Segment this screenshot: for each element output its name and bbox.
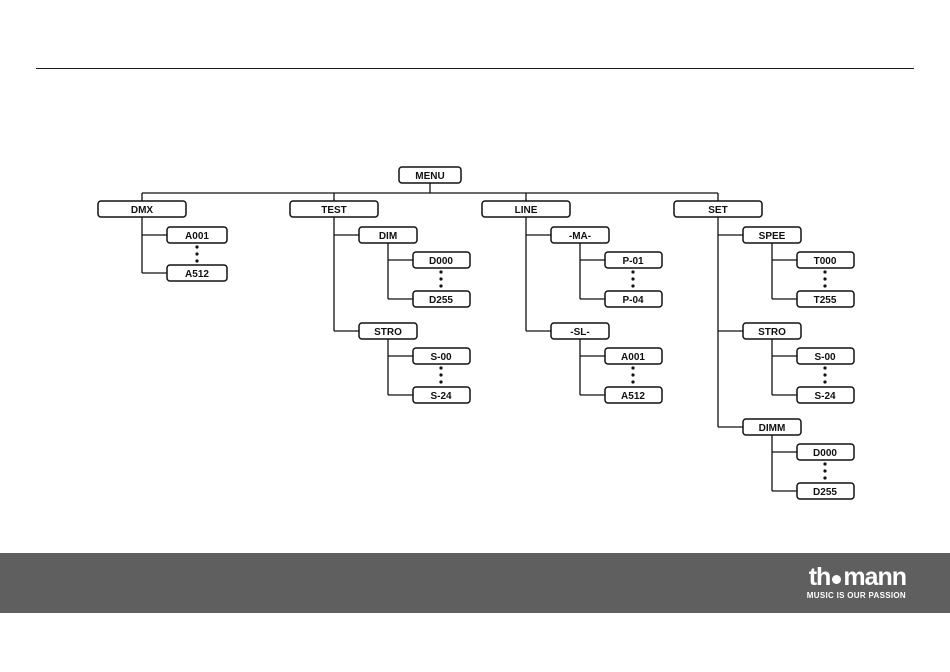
svg-text:DIM: DIM [379,231,397,242]
menu-tree-diagram: MENU DMX A001 A512 TEST DIM D000 D255 ST… [0,0,950,553]
node-line-ma-value-start: P-01 [605,252,662,268]
svg-text:P-01: P-01 [622,256,644,267]
svg-text:S-24: S-24 [814,391,836,402]
brand-name: th mann [807,565,906,589]
svg-text:LINE: LINE [515,205,538,216]
node-set-spee: SPEE [743,227,801,243]
svg-text:D255: D255 [813,487,837,498]
svg-text:S-00: S-00 [430,352,452,363]
brand-name-right: mann [843,565,906,589]
svg-text:A001: A001 [185,231,209,242]
svg-text:D000: D000 [813,448,837,459]
node-test-stro: STRO [359,323,417,339]
svg-text:A512: A512 [185,269,209,280]
node-set-spee-value-start: T000 [797,252,854,268]
node-dmx: DMX [98,201,186,217]
svg-text:S-24: S-24 [430,391,452,402]
brand-logo: th mann MUSIC IS OUR PASSION [807,565,906,600]
svg-text:STRO: STRO [374,327,402,338]
node-set-stro-value-start: S-00 [797,348,854,364]
node-test-stro-value-end: S-24 [413,387,470,403]
brand-dot-icon [832,575,841,584]
node-line: LINE [482,201,570,217]
svg-text:P-04: P-04 [622,295,644,306]
node-set-spee-value-end: T255 [797,291,854,307]
node-dmx-value-start: A001 [167,227,227,243]
svg-text:SPEE: SPEE [759,231,786,242]
brand-tagline: MUSIC IS OUR PASSION [807,591,906,600]
connector-lines [142,183,797,491]
node-set-dimm-value-end: D255 [797,483,854,499]
svg-text:DIMM: DIMM [759,423,786,434]
svg-text:T000: T000 [814,256,837,267]
node-line-sl-value-end: A512 [605,387,662,403]
node-test-stro-value-start: S-00 [413,348,470,364]
svg-text:S-00: S-00 [814,352,836,363]
node-line-ma-value-end: P-04 [605,291,662,307]
svg-text:A512: A512 [621,391,645,402]
node-test-dim-value-start: D000 [413,252,470,268]
svg-text:-MA-: -MA- [569,231,591,242]
node-dmx-value-end: A512 [167,265,227,281]
node-set-dimm-value-start: D000 [797,444,854,460]
svg-text:TEST: TEST [321,205,347,216]
node-set: SET [674,201,762,217]
node-line-sl: -SL- [551,323,609,339]
svg-text:T255: T255 [814,295,837,306]
svg-text:STRO: STRO [758,327,786,338]
footer-bar: th mann MUSIC IS OUR PASSION [0,553,950,613]
node-test: TEST [290,201,378,217]
svg-text:DMX: DMX [131,205,154,216]
svg-text:D255: D255 [429,295,453,306]
svg-text:A001: A001 [621,352,645,363]
node-line-ma: -MA- [551,227,609,243]
svg-text:D000: D000 [429,256,453,267]
node-set-stro-value-end: S-24 [797,387,854,403]
node-line-sl-value-start: A001 [605,348,662,364]
node-test-dim: DIM [359,227,417,243]
svg-text:SET: SET [708,205,727,216]
ellipsis-dots [195,245,826,479]
node-menu-root: MENU [399,167,461,183]
svg-text:-SL-: -SL- [570,327,589,338]
svg-text:MENU: MENU [415,171,444,182]
node-set-dimm: DIMM [743,419,801,435]
brand-name-left: th [809,565,831,589]
node-test-dim-value-end: D255 [413,291,470,307]
node-set-stro: STRO [743,323,801,339]
